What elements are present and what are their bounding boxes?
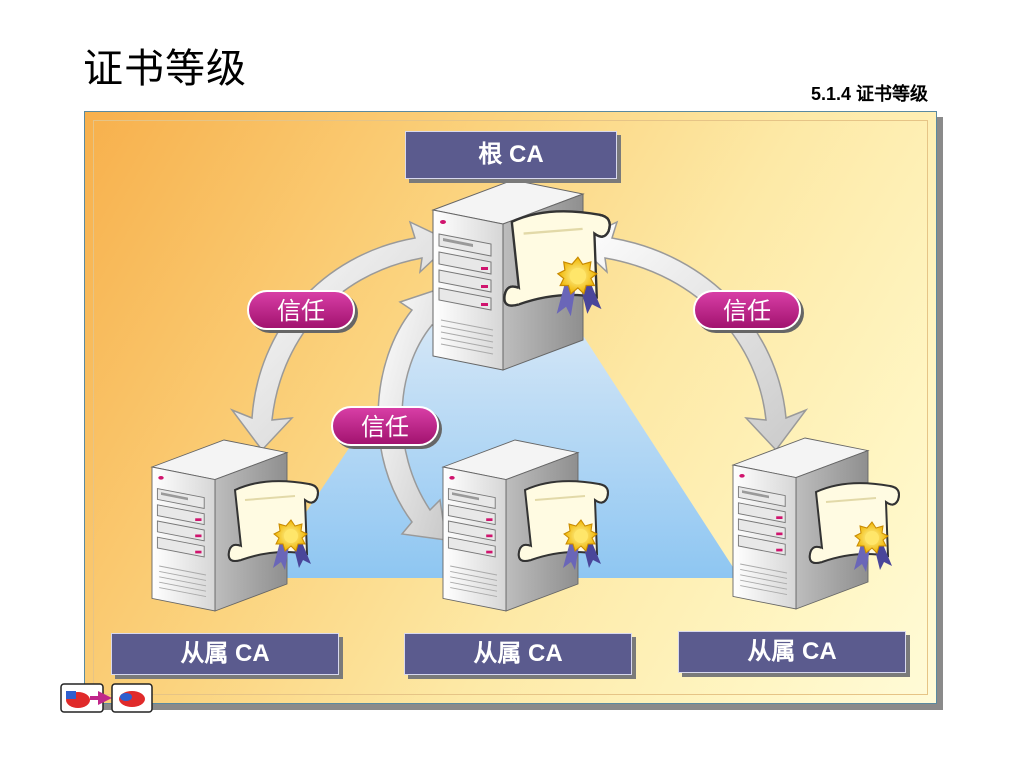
subordinate-ca-label: 从属 CA	[404, 633, 632, 675]
section-number: 5.1.4 证书等级	[810, 84, 928, 104]
root-ca-label: 根 CA	[405, 131, 617, 179]
trust-arrow-icon	[229, 220, 454, 452]
trust-badge: 信任	[331, 406, 439, 446]
trust-triangle	[262, 215, 740, 578]
page-title: 证书等级	[83, 46, 247, 92]
trust-arrow-icon	[573, 220, 809, 452]
subordinate-ca-label: 从属 CA	[678, 631, 906, 673]
panel-inner-border	[93, 120, 928, 695]
trust-badge: 信任	[247, 290, 355, 330]
trust-arrow-icon	[377, 289, 447, 541]
subordinate-ca-label: 从属 CA	[111, 633, 339, 675]
trust-badge: 信任	[693, 290, 801, 330]
nav-next-icon[interactable]	[60, 683, 154, 715]
